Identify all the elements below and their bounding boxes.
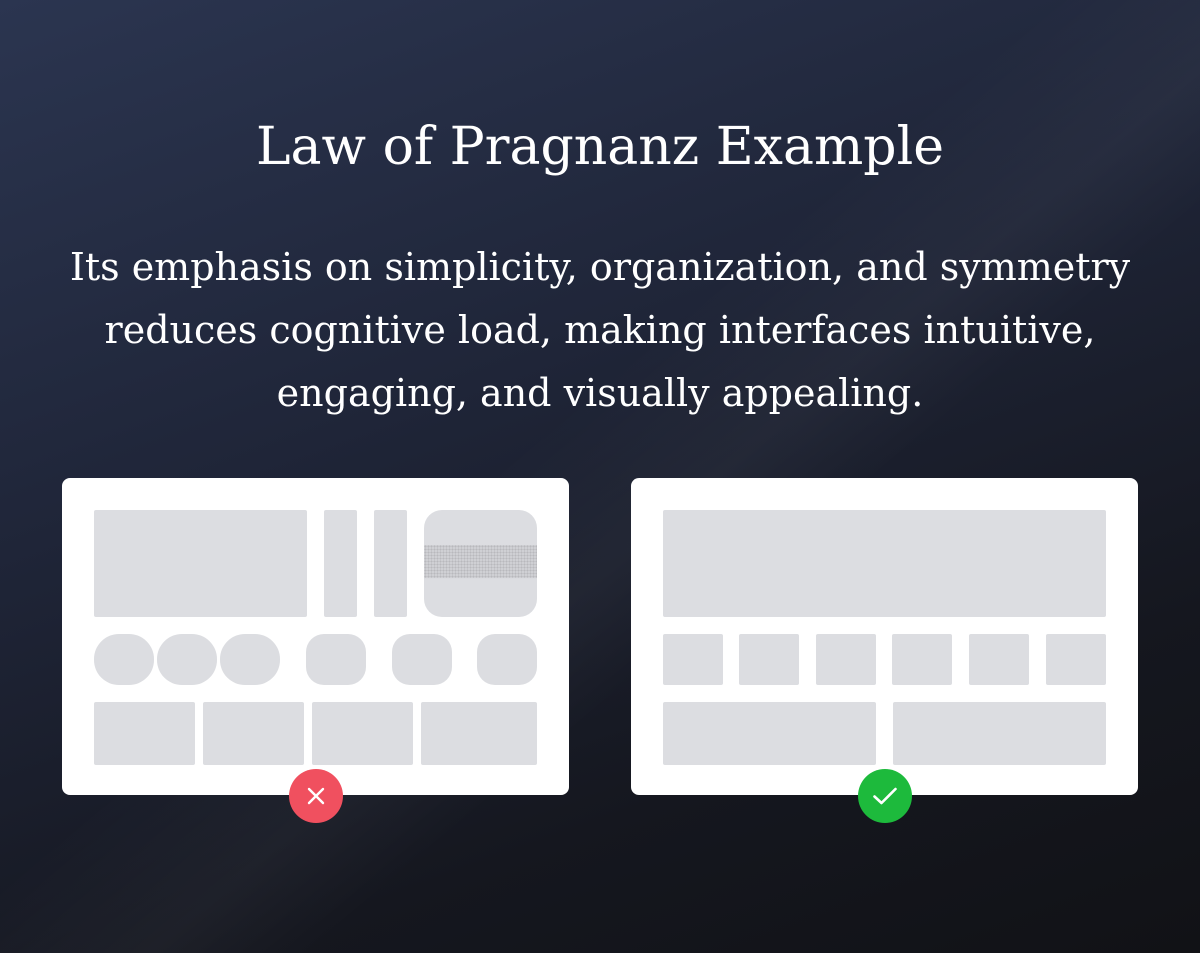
placeholder-block: [421, 702, 537, 765]
placeholder-block: [663, 510, 1106, 617]
incorrect-layout-card: [62, 478, 569, 795]
placeholder-block: [324, 510, 357, 617]
x-icon: [307, 787, 325, 805]
placeholder-block: [816, 634, 876, 685]
placeholder-block: [969, 634, 1029, 685]
placeholder-pill: [306, 634, 366, 685]
page-title: Law of Pragnanz Example: [256, 117, 944, 177]
placeholder-block: [663, 702, 876, 765]
incorrect-badge: [289, 769, 343, 823]
placeholder-block-rounded: [424, 510, 537, 617]
placeholder-block: [203, 702, 304, 765]
placeholder-block: [739, 634, 799, 685]
checkmark-icon: [873, 787, 897, 805]
correct-badge: [858, 769, 912, 823]
placeholder-block: [312, 702, 413, 765]
placeholder-block: [893, 702, 1106, 765]
correct-layout-card: [631, 478, 1138, 795]
placeholder-block: [663, 634, 723, 685]
placeholder-pill: [477, 634, 537, 685]
placeholder-block: [94, 702, 195, 765]
dotted-shading: [424, 545, 537, 579]
placeholder-pill: [157, 634, 217, 685]
placeholder-pill: [220, 634, 280, 685]
placeholder-block: [892, 634, 952, 685]
placeholder-pill: [392, 634, 452, 685]
placeholder-block: [1046, 634, 1106, 685]
page-subtitle: Its emphasis on simplicity, organization…: [69, 245, 1131, 415]
placeholder-pill: [94, 634, 154, 685]
placeholder-block: [374, 510, 407, 617]
placeholder-block: [94, 510, 307, 617]
